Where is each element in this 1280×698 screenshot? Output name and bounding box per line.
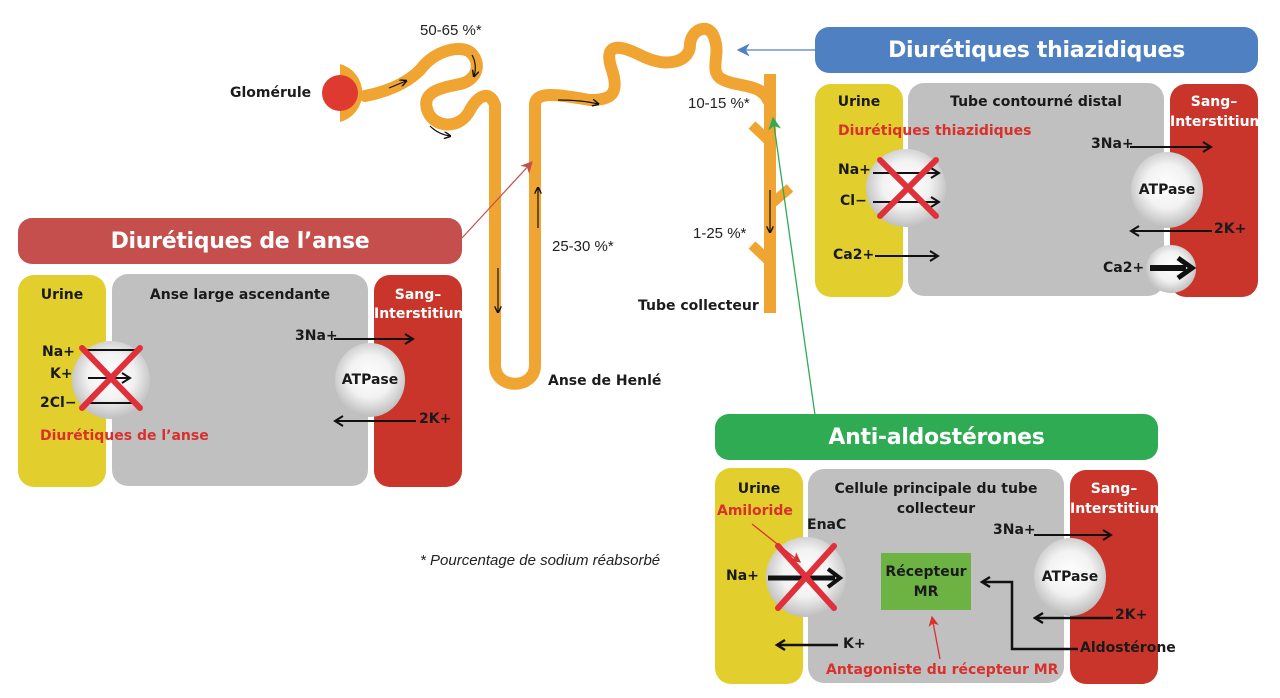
- distal-percentage: 10-15 %*: [688, 95, 750, 112]
- loop-blood-title-1: Sang–: [394, 287, 442, 303]
- enac-label: EnaC: [807, 517, 847, 533]
- aa-cell-title-1: Cellule principale du tube: [834, 481, 1038, 497]
- ion-na: Na+: [42, 344, 75, 360]
- na-k-atpase: ATPase: [1034, 538, 1106, 616]
- thiazide-drug-label: Diurétiques thiazidiques: [838, 123, 1032, 139]
- thiazide-banner: Diurétiques thiazidiques: [815, 27, 1258, 73]
- pump-k-in: 2K+: [1115, 607, 1148, 623]
- antialdo-pointer: [768, 116, 816, 416]
- pump-k-in: 2K+: [419, 411, 452, 427]
- pump-k-in: 2K+: [1214, 221, 1247, 237]
- collecting-branch: [766, 184, 794, 209]
- receptor-label-1: Récepteur: [885, 563, 967, 580]
- ion-cl: 2Cl−: [40, 395, 77, 411]
- amiloride-label: Amiloride: [717, 503, 793, 519]
- pump-na-out: 3Na+: [295, 328, 338, 344]
- thiazide-blood-title-2: Interstitium: [1170, 114, 1265, 130]
- antagonist-label: Antagoniste du récepteur MR: [826, 662, 1059, 678]
- flow-arrow: [429, 125, 450, 136]
- thiazide-cell-zone: [908, 83, 1164, 296]
- collecting-duct-label: Tube collecteur: [638, 298, 759, 314]
- na-k-atpase: ATPase: [335, 343, 405, 417]
- thiazide-blood-title-1: Sang–: [1190, 94, 1238, 110]
- flow-arrow: [388, 81, 406, 89]
- footnote: * Pourcentage de sodium réabsorbé: [420, 552, 661, 569]
- ion-ca-basolateral: Ca2+: [1103, 260, 1145, 276]
- aa-urine-title: Urine: [737, 481, 781, 497]
- aa-blood-title-2: Interstitium: [1070, 501, 1165, 517]
- collecting-branch: [748, 121, 774, 146]
- glomerulus: [322, 75, 358, 111]
- tubule: [359, 22, 774, 390]
- loop-cell-title: Anse large ascendante: [149, 287, 331, 303]
- ion-na: Na+: [838, 162, 871, 178]
- proximal-percentage: 50-65 %*: [420, 22, 482, 39]
- glomerulus-label: Glomérule: [230, 85, 312, 101]
- ion-na: Na+: [726, 568, 759, 584]
- aa-blood-title-1: Sang–: [1090, 481, 1138, 497]
- pump-na-out: 3Na+: [1091, 136, 1134, 152]
- aa-cell-title-2: collecteur: [896, 501, 976, 517]
- ion-ca-apical: Ca2+: [833, 247, 875, 263]
- receptor-label-2: MR: [913, 583, 939, 600]
- antialdosterone-banner: Anti-aldostérones: [715, 414, 1158, 460]
- aa-transport-arrows: [751, 523, 1113, 660]
- loop-cell-zone: [112, 274, 368, 486]
- thiazide-transport-arrows: [873, 141, 1213, 262]
- loop-urine-title: Urine: [40, 287, 84, 303]
- collecting-branch: [748, 241, 774, 266]
- loop-transport-arrows: [79, 333, 416, 427]
- pump-na-out: 3Na+: [993, 522, 1036, 538]
- ion-cl: Cl−: [840, 193, 867, 209]
- loop-pointer: [461, 161, 533, 239]
- aldosterone-label: Aldostérone: [1080, 640, 1176, 656]
- ion-k: K+: [50, 366, 73, 382]
- flow-arrow: [471, 54, 475, 76]
- loop-diuretics-banner: Diurétiques de l’anse: [18, 218, 462, 264]
- loop-percentage: 25-30 %*: [552, 238, 614, 255]
- thiazide-cell-title: Tube contourné distal: [950, 94, 1122, 110]
- na-k-atpase: ATPase: [1131, 152, 1203, 228]
- collecting-percentage: 1-25 %*: [693, 225, 747, 242]
- loop-of-henle-label: Anse de Henlé: [548, 373, 662, 389]
- thiazide-urine-title: Urine: [837, 94, 881, 110]
- calcium-efflux-arrow: [1150, 255, 1197, 281]
- ion-k-secreted: K+: [843, 636, 866, 652]
- loop-drug-label: Diurétiques de l’anse: [40, 428, 209, 444]
- loop-blood-title-2: Interstitium: [374, 306, 469, 322]
- flow-arrow: [557, 100, 598, 104]
